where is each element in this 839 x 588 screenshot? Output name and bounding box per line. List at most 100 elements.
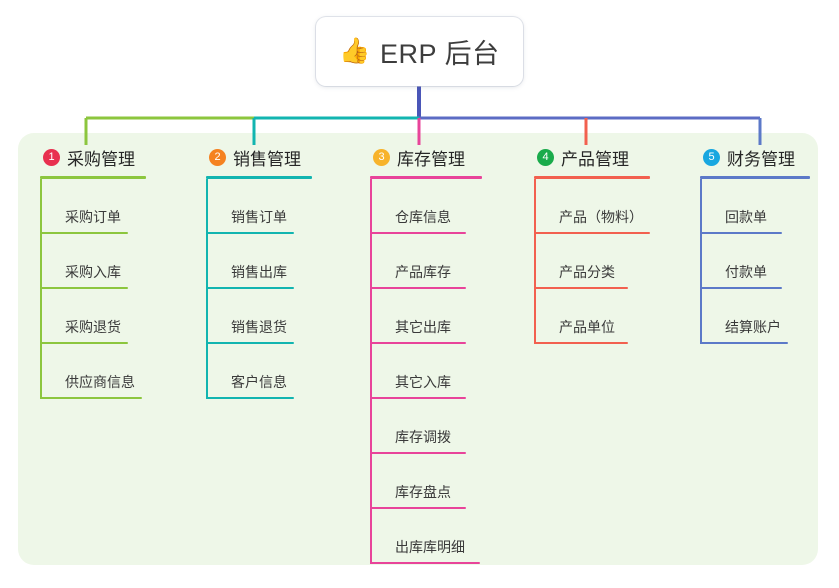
branch-items: 采购订单采购入库采购退货供应商信息 xyxy=(40,179,190,399)
branch-item[interactable]: 产品（物料） xyxy=(534,179,694,234)
branch-column-3: 3 库存管理仓库信息产品库存其它出库其它入库库存调拨库存盘点出库库明细 xyxy=(370,143,530,564)
branch-item-rule xyxy=(370,342,466,344)
branch-title: 采购管理 xyxy=(67,149,135,169)
branch-item[interactable]: 其它入库 xyxy=(370,344,530,399)
branch-item[interactable]: 回款单 xyxy=(700,179,839,234)
branch-item-rule xyxy=(40,232,128,234)
branch-header-rule xyxy=(700,176,810,179)
branch-item[interactable]: 采购订单 xyxy=(40,179,190,234)
branch-header-4[interactable]: 4 产品管理 xyxy=(534,143,694,171)
branch-item-label: 回款单 xyxy=(725,209,767,225)
branch-item-rule xyxy=(370,507,466,509)
branch-item[interactable]: 产品单位 xyxy=(534,289,694,344)
branch-item[interactable]: 产品库存 xyxy=(370,234,530,289)
branch-item[interactable]: 仓库信息 xyxy=(370,179,530,234)
branch-item-rule xyxy=(206,287,294,289)
branch-item[interactable]: 销售出库 xyxy=(206,234,356,289)
branch-item-label: 付款单 xyxy=(725,264,767,280)
branch-item-label: 库存盘点 xyxy=(395,484,451,500)
branch-item[interactable]: 付款单 xyxy=(700,234,839,289)
branch-title: 产品管理 xyxy=(561,149,629,169)
branch-title: 库存管理 xyxy=(397,149,465,169)
branch-number-badge: 2 xyxy=(209,148,226,166)
branch-header-rule xyxy=(534,176,650,179)
branch-item[interactable]: 出库库明细 xyxy=(370,509,530,564)
branch-item-rule xyxy=(700,342,788,344)
branch-item[interactable]: 库存调拨 xyxy=(370,399,530,454)
branch-item-label: 产品（物料） xyxy=(559,209,643,225)
branch-item-label: 采购退货 xyxy=(65,319,121,335)
branch-header-1[interactable]: 1 采购管理 xyxy=(40,143,190,171)
branch-column-1: 1 采购管理采购订单采购入库采购退货供应商信息 xyxy=(40,143,190,399)
branch-item[interactable]: 产品分类 xyxy=(534,234,694,289)
branches-panel xyxy=(18,133,818,565)
branch-item-label: 销售退货 xyxy=(231,319,287,335)
branch-item-label: 采购订单 xyxy=(65,209,121,225)
branch-item-rule xyxy=(206,342,294,344)
branch-item-label: 产品库存 xyxy=(395,264,451,280)
branch-item-label: 供应商信息 xyxy=(65,374,135,390)
branch-item-rule xyxy=(534,287,628,289)
branch-item-label: 仓库信息 xyxy=(395,209,451,225)
branch-header-rule xyxy=(206,176,312,179)
branch-item[interactable]: 其它出库 xyxy=(370,289,530,344)
branch-spine xyxy=(534,179,536,344)
branch-number-badge: 5 xyxy=(703,148,720,166)
branch-header-5[interactable]: 5 财务管理 xyxy=(700,143,839,171)
root-node-label: 👍 ERP 后台 xyxy=(339,32,499,71)
branch-items: 销售订单销售出库销售退货客户信息 xyxy=(206,179,356,399)
branch-item[interactable]: 客户信息 xyxy=(206,344,356,399)
branch-item-label: 销售订单 xyxy=(231,209,287,225)
branch-item-label: 出库库明细 xyxy=(395,539,465,555)
branch-item-label: 客户信息 xyxy=(231,374,287,390)
branch-item[interactable]: 结算账户 xyxy=(700,289,839,344)
root-node[interactable]: 👍 ERP 后台 xyxy=(316,17,523,86)
branch-header-3[interactable]: 3 库存管理 xyxy=(370,143,530,171)
branch-number-badge: 3 xyxy=(373,148,390,166)
branch-item-rule xyxy=(370,397,466,399)
branch-spine xyxy=(370,179,372,564)
branch-item-rule xyxy=(700,287,782,289)
branch-spine xyxy=(206,179,208,399)
branch-item-label: 其它入库 xyxy=(395,374,451,390)
branch-header-2[interactable]: 2 销售管理 xyxy=(206,143,356,171)
branch-item-rule xyxy=(206,397,294,399)
branch-items: 回款单付款单结算账户 xyxy=(700,179,839,344)
branch-item[interactable]: 销售退货 xyxy=(206,289,356,344)
branch-item-rule xyxy=(700,232,782,234)
branch-item-rule xyxy=(370,287,466,289)
branch-item-label: 库存调拨 xyxy=(395,429,451,445)
root-node-text: ERP 后台 xyxy=(380,39,500,69)
branch-item[interactable]: 供应商信息 xyxy=(40,344,190,399)
branch-column-5: 5 财务管理回款单付款单结算账户 xyxy=(700,143,839,344)
branch-item[interactable]: 销售订单 xyxy=(206,179,356,234)
branch-item-rule xyxy=(534,232,650,234)
thumbs-up-icon: 👍 xyxy=(339,37,372,65)
branch-title: 销售管理 xyxy=(233,149,301,169)
branch-items: 仓库信息产品库存其它出库其它入库库存调拨库存盘点出库库明细 xyxy=(370,179,530,564)
branch-item-label: 其它出库 xyxy=(395,319,451,335)
branch-item-rule xyxy=(370,452,466,454)
branch-item[interactable]: 库存盘点 xyxy=(370,454,530,509)
branch-item-rule xyxy=(370,562,480,564)
branch-spine xyxy=(40,179,42,399)
branch-item-label: 结算账户 xyxy=(725,319,781,335)
branch-item-label: 产品单位 xyxy=(559,319,615,335)
branch-item-rule xyxy=(40,397,142,399)
branch-item-rule xyxy=(40,342,128,344)
branch-item[interactable]: 采购退货 xyxy=(40,289,190,344)
branch-item-rule xyxy=(40,287,128,289)
branch-item[interactable]: 采购入库 xyxy=(40,234,190,289)
branch-header-rule xyxy=(370,176,482,179)
branch-item-label: 销售出库 xyxy=(231,264,287,280)
branch-item-rule xyxy=(206,232,294,234)
branch-item-label: 产品分类 xyxy=(559,264,615,280)
branch-spine xyxy=(700,179,702,344)
branch-number-badge: 1 xyxy=(43,148,60,166)
branch-item-rule xyxy=(370,232,466,234)
branch-column-2: 2 销售管理销售订单销售出库销售退货客户信息 xyxy=(206,143,356,399)
branch-column-4: 4 产品管理产品（物料） 产品分类产品单位 xyxy=(534,143,694,344)
branch-number-badge: 4 xyxy=(537,148,554,166)
branch-title: 财务管理 xyxy=(727,149,795,169)
